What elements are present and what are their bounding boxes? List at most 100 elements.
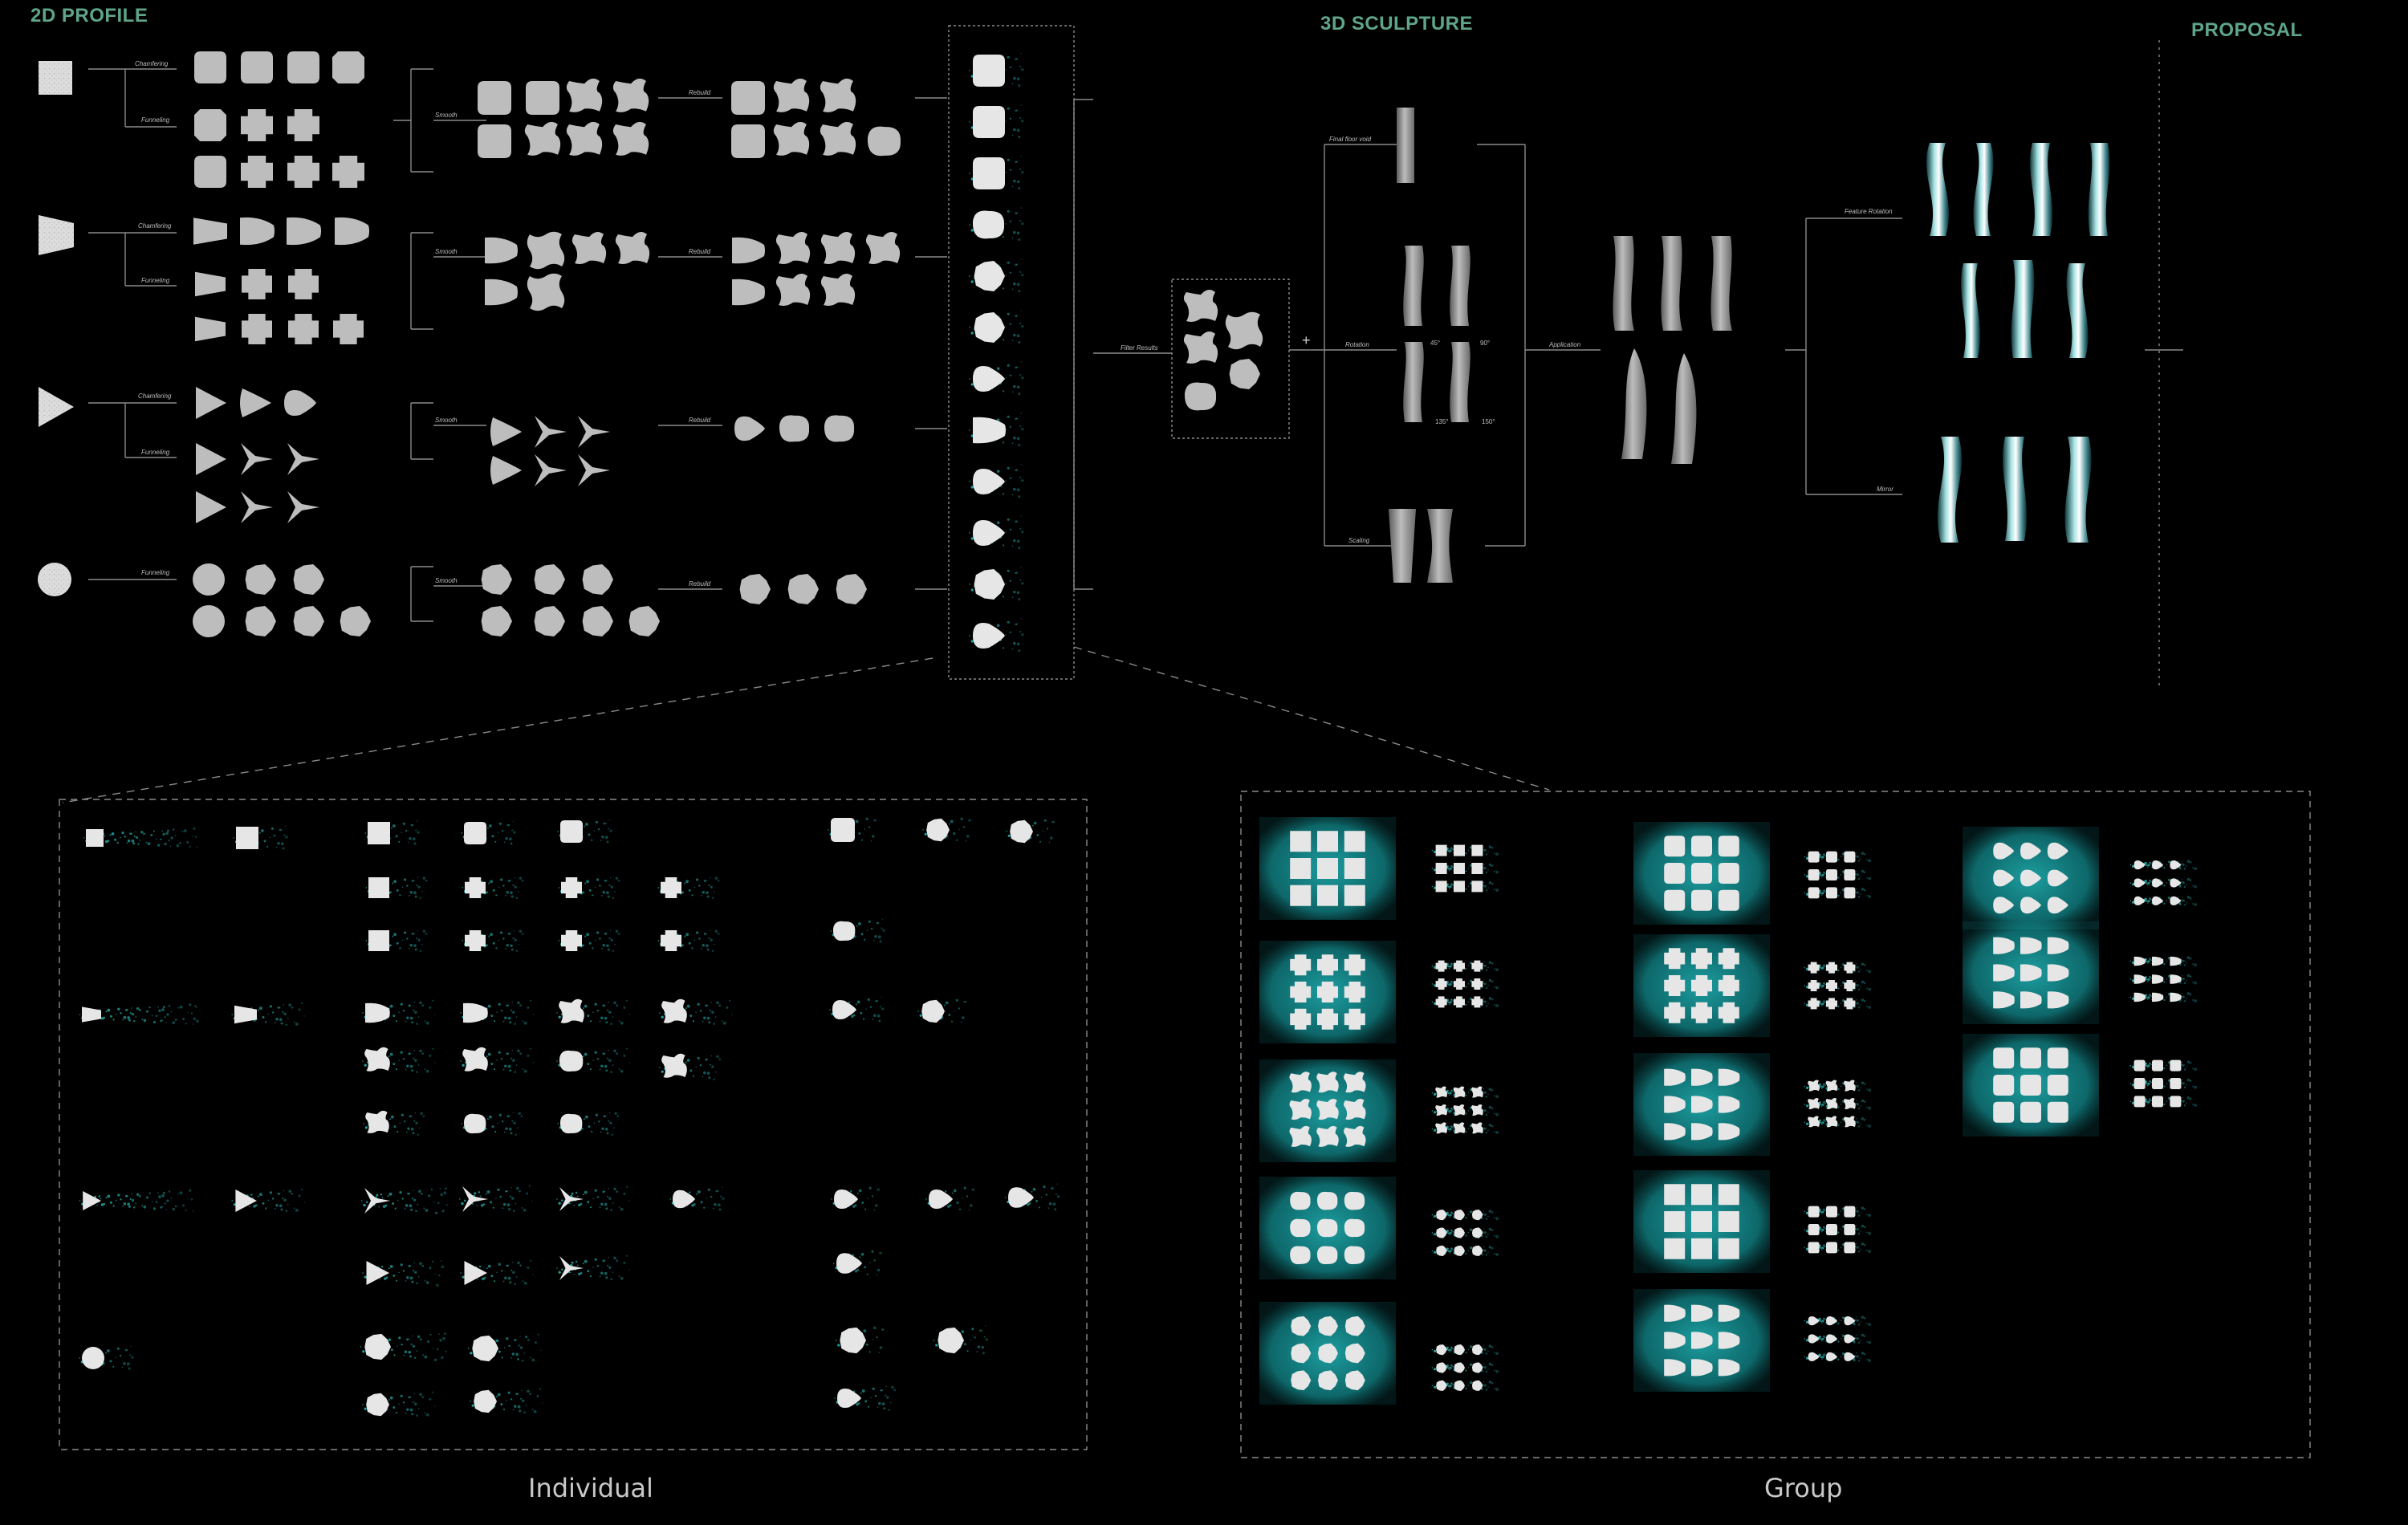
profile-shape (2152, 1078, 2163, 1089)
flow-particle (507, 1005, 509, 1007)
flow-particle (1021, 515, 1022, 516)
flow-particle (696, 1194, 698, 1195)
flow-particle (1448, 1349, 1450, 1351)
flow-particle (1012, 134, 1014, 136)
flow-particle (861, 1253, 864, 1256)
flow-particle (418, 1276, 420, 1278)
profile-shape (1344, 1246, 1365, 1264)
flow-particle (299, 1008, 301, 1011)
flow-particle (863, 1019, 864, 1020)
profile-shape (535, 416, 567, 448)
flow-particle (1821, 1104, 1824, 1106)
flow-particle (893, 1389, 896, 1392)
flow-particle (974, 1336, 975, 1338)
flow-particle (875, 1204, 877, 1206)
flow-particle (429, 1055, 431, 1057)
flow-particle (2190, 861, 2192, 864)
flow-particle (1465, 1112, 1466, 1114)
flow-particle (409, 1265, 411, 1267)
flow-particle (1013, 334, 1015, 336)
flow-particle (1483, 1345, 1484, 1346)
flow-particle (601, 836, 604, 838)
flow-particle (143, 832, 145, 835)
profile-shape (367, 1261, 390, 1285)
flow-particle (502, 1356, 503, 1358)
profile-shape (973, 520, 1005, 546)
flow-particle (403, 1270, 405, 1271)
flow-particle (103, 1017, 105, 1019)
profile-shape (583, 564, 613, 595)
flow-particle (883, 1328, 885, 1330)
flow-particle (1864, 964, 1866, 966)
flow-particle (2130, 1083, 2131, 1084)
flow-particle (1864, 1208, 1866, 1210)
flow-particle (411, 1069, 413, 1072)
flow-particle (1013, 283, 1015, 285)
flow-particle (853, 1015, 856, 1017)
flow-particle (432, 1000, 433, 1002)
flow-particle (1468, 1214, 1469, 1215)
flow-particle (393, 1275, 395, 1277)
flow-particle (1434, 1350, 1436, 1352)
flow-particle (393, 1063, 395, 1065)
flow-particle (599, 885, 600, 886)
flow-particle (958, 829, 959, 830)
scaled-extrusion (1389, 509, 1416, 583)
flow-particle (406, 1276, 409, 1279)
flow-particle (1864, 1083, 1866, 1085)
profile-shape (1471, 845, 1483, 856)
flow-particle (587, 1201, 589, 1203)
flow-particle (1034, 822, 1037, 825)
profile-shape (287, 491, 319, 523)
flow-particle (141, 1019, 143, 1020)
flow-particle (510, 1058, 512, 1059)
flow-particle (188, 1198, 189, 1199)
flow-particle (1489, 1381, 1491, 1383)
profile-shape (1008, 1187, 1034, 1208)
profile-shape (1435, 1104, 1447, 1116)
flow-particle (1486, 872, 1487, 873)
flow-particle (716, 1002, 718, 1004)
flow-particle (514, 877, 515, 878)
flow-particle (1012, 340, 1014, 341)
flow-particle (287, 1204, 289, 1206)
flow-particle (971, 640, 974, 642)
flow-particle (580, 1203, 583, 1206)
flow-particle (597, 1010, 599, 1011)
flow-particle (1017, 592, 1020, 595)
profile-shape (294, 606, 324, 636)
flow-particle (130, 1198, 132, 1200)
flow-particle (413, 1120, 415, 1122)
flow-particle (1016, 417, 1018, 419)
flow-particle (860, 1256, 861, 1258)
flow-particle (1824, 1228, 1826, 1230)
flow-particle (502, 885, 504, 886)
flow-particle (140, 831, 143, 833)
flow-particle (1432, 1128, 1433, 1129)
flow-particle (413, 1345, 415, 1348)
flow-particle (131, 833, 132, 835)
flow-particle (1868, 1323, 1871, 1326)
flow-particle (882, 1402, 885, 1405)
flow-particle (503, 1203, 506, 1206)
flow-particle (1861, 1206, 1864, 1209)
flow-particle (1016, 366, 1018, 368)
flow-particle (1019, 169, 1021, 170)
flow-particle (421, 944, 423, 946)
flow-particle (880, 941, 882, 943)
flow-particle (1448, 1214, 1450, 1216)
flow-particle (523, 1020, 524, 1022)
flow-particle (715, 876, 718, 879)
flow-particle (175, 1019, 177, 1021)
profile-shape (365, 1003, 390, 1023)
flow-particle (2166, 978, 2167, 979)
proposal-tower (2065, 437, 2092, 543)
flow-particle (1468, 983, 1469, 984)
flow-particle (612, 1271, 614, 1273)
flow-particle (694, 940, 695, 941)
flow-particle (1821, 1246, 1824, 1249)
profile-shape (559, 1256, 584, 1280)
profile-shape (2048, 1075, 2068, 1096)
flow-particle (628, 1062, 629, 1063)
